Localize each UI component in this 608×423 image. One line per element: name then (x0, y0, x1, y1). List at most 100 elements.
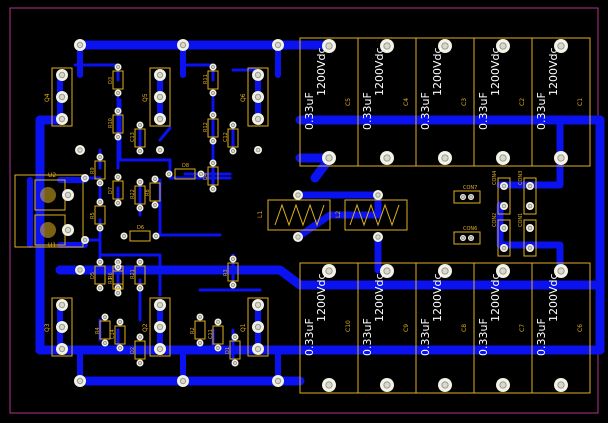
component-label: R3 (223, 269, 229, 276)
pad-hole (97, 199, 103, 205)
component-label: D8 (182, 163, 189, 169)
component-label: D2 (130, 347, 136, 354)
component-r2: R2 (190, 313, 206, 347)
component-pin (136, 284, 144, 292)
via-pad (468, 194, 474, 200)
component-label: C13 (130, 132, 136, 142)
pad-hole (375, 234, 381, 240)
component-pin (229, 121, 237, 129)
pad-hole (115, 200, 121, 206)
component-pin (136, 359, 144, 367)
pad-hole (295, 234, 301, 240)
con1-outline (523, 219, 537, 257)
l2-label: L2 (335, 211, 342, 218)
pad-hole (210, 160, 216, 166)
via-pad (526, 244, 534, 252)
capacitor-voltage: 1200Vdc (373, 47, 386, 96)
con7-outline (453, 190, 481, 204)
capacitor-value: 0.33uF (419, 92, 432, 130)
component-body (112, 180, 124, 200)
capacitor-pad-bottom (438, 151, 452, 165)
component-label: C11 (208, 329, 214, 339)
component-pin (136, 204, 144, 212)
component-body (94, 205, 106, 225)
capacitor-voltage: 1200Vdc (547, 273, 560, 322)
pad-hole (58, 301, 66, 309)
u2-label: U2 (48, 172, 56, 179)
component-pin (120, 232, 128, 240)
component-c14: C14 (110, 318, 126, 352)
mid-lower (55, 265, 335, 290)
component-pin (96, 284, 104, 292)
via-pad (62, 224, 74, 236)
pad-hole (215, 345, 221, 351)
pad-hole (441, 267, 449, 275)
via-pad (272, 39, 284, 51)
component-pin (116, 318, 124, 326)
pad-hole (325, 42, 333, 50)
pad-hole (230, 282, 236, 288)
component-c11: C11 (208, 318, 224, 352)
capacitor-pad-top (554, 264, 568, 278)
pad-hole (254, 301, 262, 309)
component-d1: D1 (225, 333, 241, 367)
control-traces (83, 98, 232, 257)
component-label: R22 (130, 189, 136, 199)
transistor-q6: Q6 (240, 67, 269, 127)
transistor-outline (149, 297, 171, 357)
pad-hole (441, 381, 449, 389)
capacitor-pad-top (322, 264, 336, 278)
con6-label: CON6 (463, 226, 477, 232)
component-pin (96, 153, 104, 161)
component-r21: R21 (130, 258, 146, 292)
pad-hole (210, 112, 216, 118)
pad-hole (215, 319, 221, 325)
component-label: R4 (95, 327, 101, 334)
capacitor-ref: C9 (403, 324, 410, 332)
component-pin (209, 185, 217, 193)
component-body (227, 262, 239, 282)
pad-hole (97, 180, 103, 186)
transistor-label: Q3 (44, 323, 51, 332)
pad-hole (152, 176, 158, 182)
transistor-pin (154, 113, 166, 125)
pad-hole (557, 154, 565, 162)
component-pin (151, 175, 159, 183)
capacitor-pad-top (322, 39, 336, 53)
pad-hole (58, 115, 66, 123)
transistor-pin (252, 113, 264, 125)
component-body (229, 340, 241, 360)
u-area (15, 172, 83, 252)
component-d5: D5 (90, 258, 106, 292)
component-label: R11 (203, 74, 209, 84)
component-r10: R10 (108, 107, 124, 141)
pad-hole (469, 236, 473, 240)
capacitor-pad-bottom (322, 151, 336, 165)
pad-hole (441, 154, 449, 162)
pad-hole (97, 259, 103, 265)
pad-hole (197, 340, 203, 346)
component-label: R6 (108, 272, 114, 279)
pad-hole (274, 377, 282, 385)
via-pad (460, 194, 466, 200)
capacitor-value: 0.33uF (361, 318, 374, 356)
transistor-q5: Q5 (142, 67, 171, 127)
component-pin (231, 333, 239, 341)
capacitor-pad-top (380, 39, 394, 53)
pad-hole (255, 147, 261, 153)
pad-hole (383, 154, 391, 162)
u-outline (14, 174, 84, 248)
component-body (112, 70, 124, 90)
component-pin (96, 224, 104, 232)
via-pad (500, 202, 508, 210)
via-pad (500, 182, 508, 190)
transistor-q3: Q3 (44, 297, 73, 357)
component-pin (231, 359, 239, 367)
component-label: C14 (110, 329, 116, 339)
transistor-pin (252, 91, 264, 103)
pad-hole (156, 71, 164, 79)
transistor-outline (247, 297, 269, 357)
pad-hole (156, 345, 164, 353)
component-pin (151, 201, 159, 209)
capacitor-voltage: 1200Vdc (431, 273, 444, 322)
